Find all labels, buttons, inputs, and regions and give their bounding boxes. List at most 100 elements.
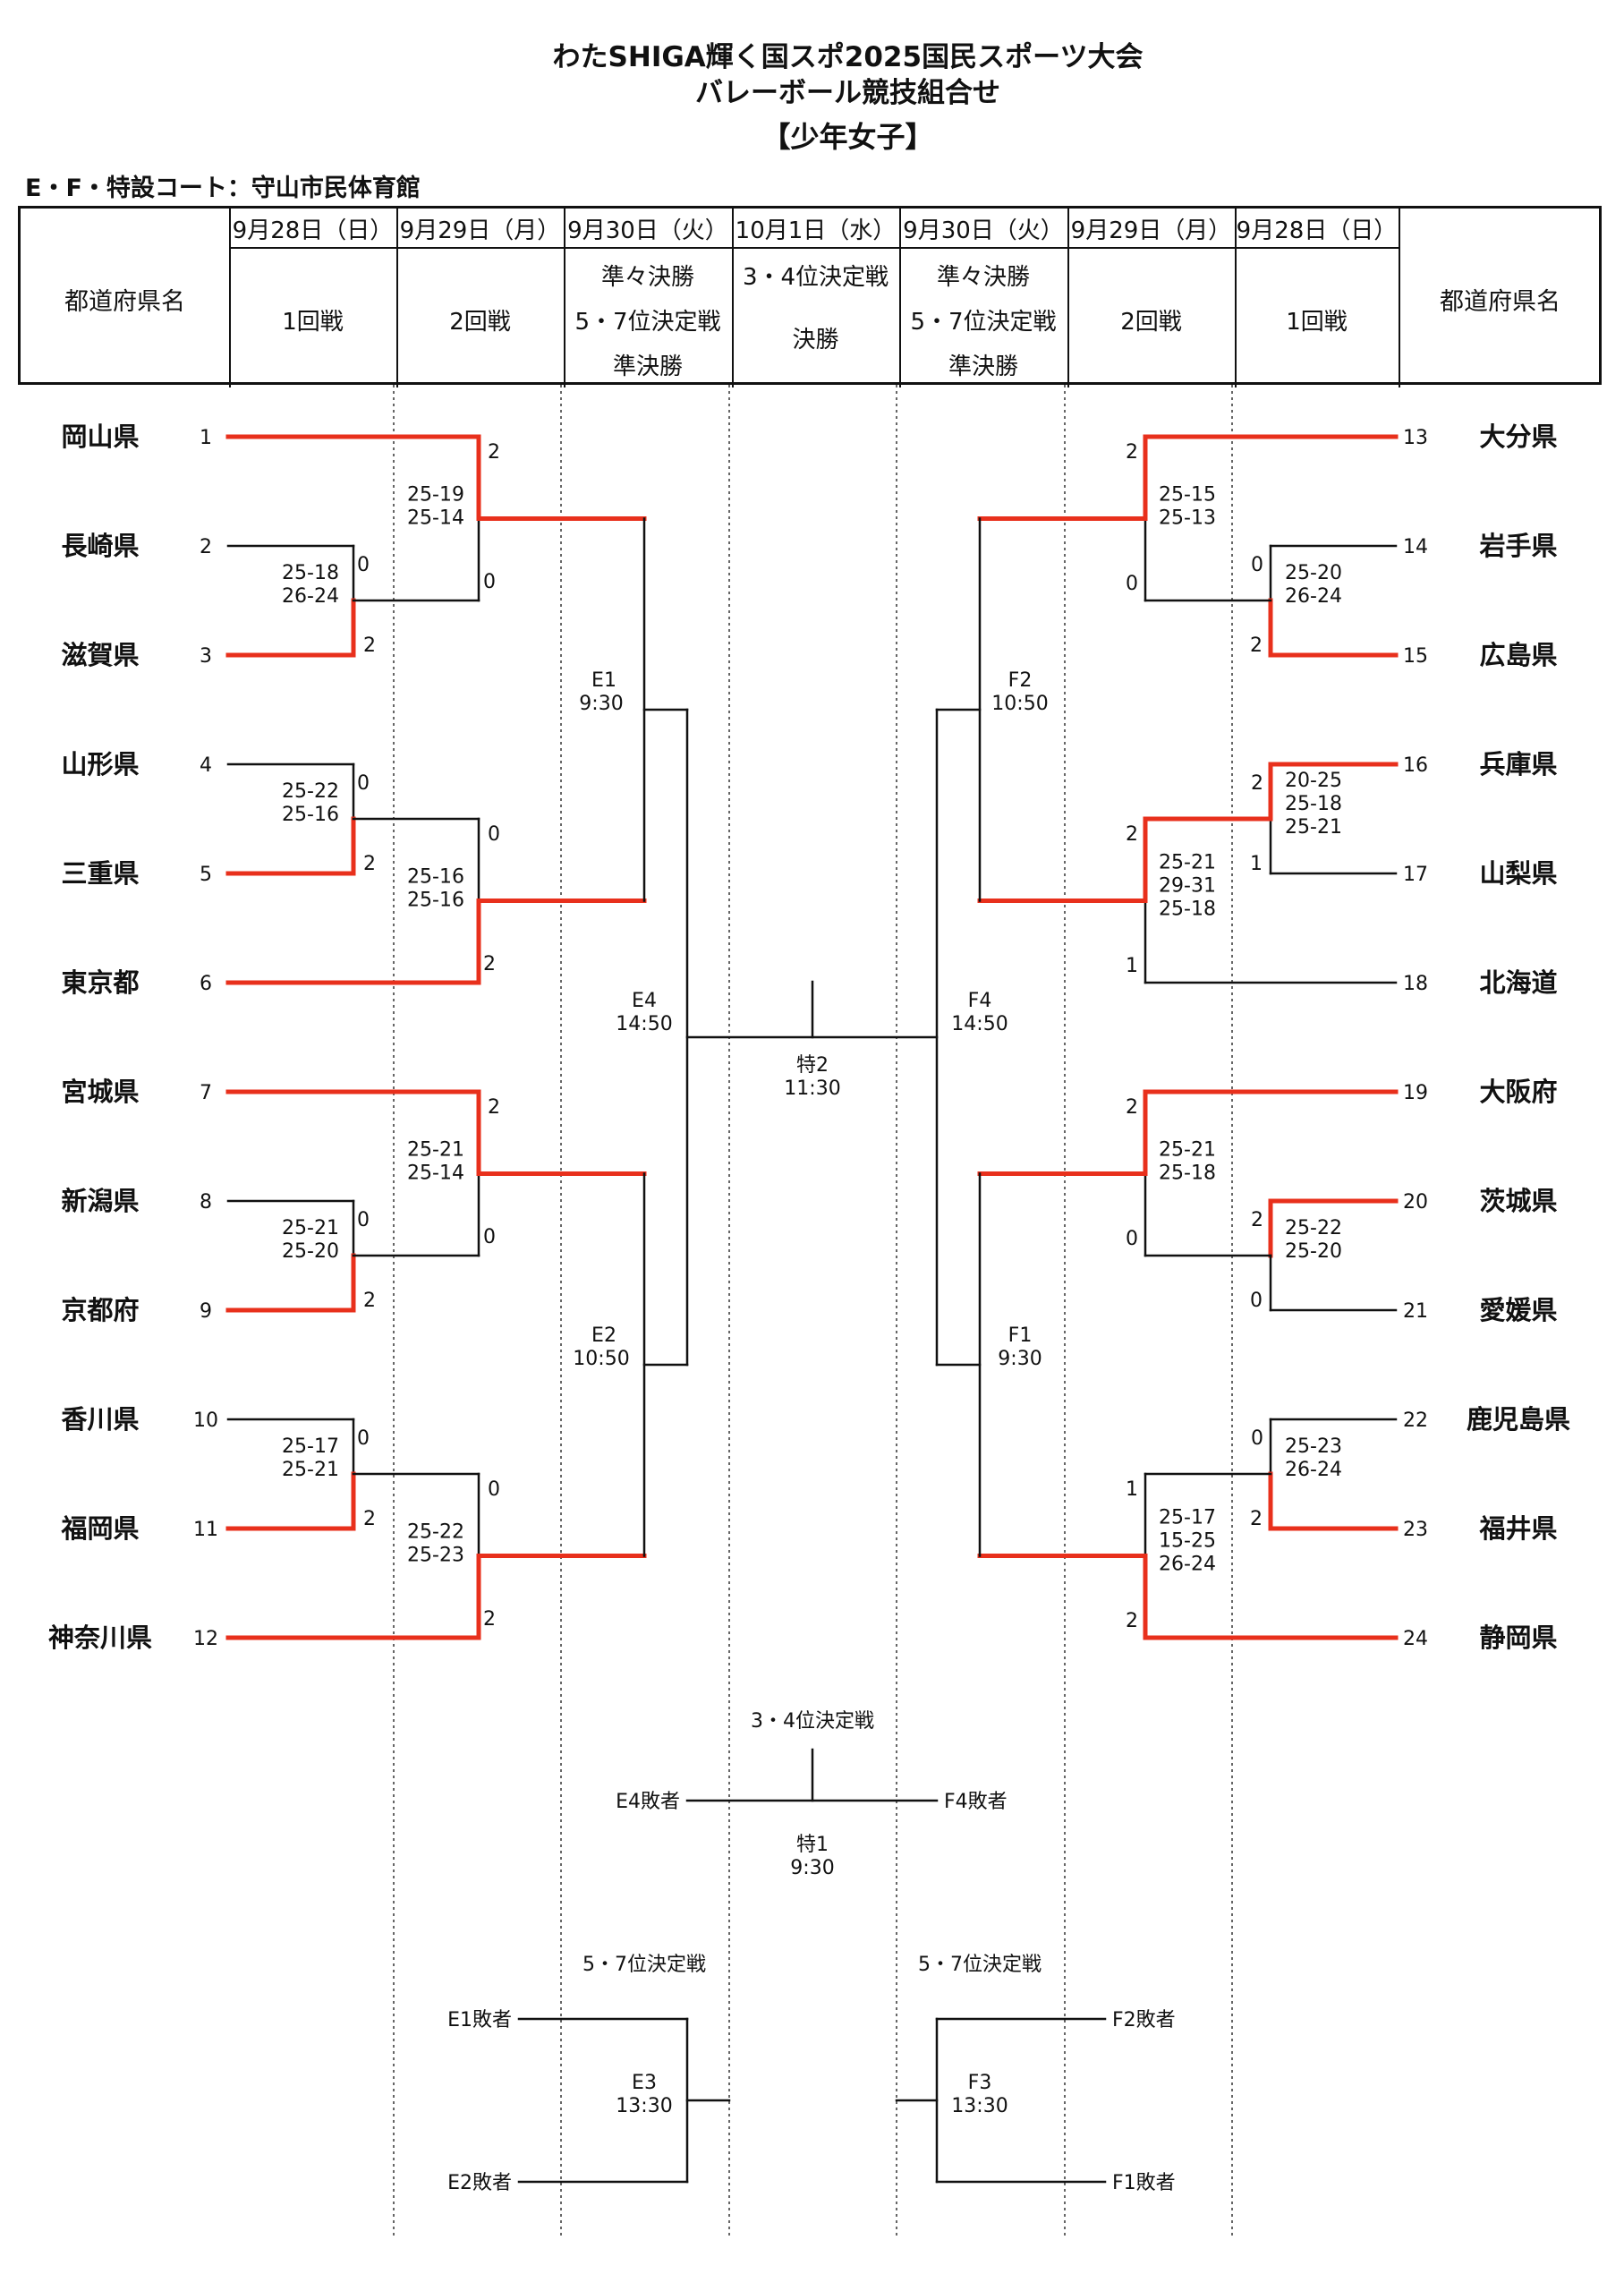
set-count: 0 xyxy=(488,823,500,846)
score-left: 25-16 xyxy=(407,890,464,912)
title-main: わたSHIGA輝く国スポ2025国民スポーツ大会 xyxy=(552,41,1144,73)
match-time: 14:50 xyxy=(616,1013,672,1035)
score-left: 25-14 xyxy=(407,1163,464,1185)
score-right: 20-25 xyxy=(1285,770,1342,792)
set-count: 2 xyxy=(363,634,376,657)
set-count: 2 xyxy=(483,953,496,975)
score-left: 25-17 xyxy=(282,1435,339,1458)
score-left: 25-18 xyxy=(282,562,339,584)
score-right: 25-21 xyxy=(1159,1139,1216,1162)
set-count: 1 xyxy=(1126,1478,1138,1501)
team-name-left: 香川県 xyxy=(61,1404,139,1435)
set-count: 2 xyxy=(363,1508,376,1530)
header-date-5: 9月30日（火） xyxy=(903,217,1064,244)
loser-label: F2敗者 xyxy=(1112,2009,1176,2031)
team-seed-left: 11 xyxy=(193,1519,218,1541)
team-name-right: 鹿児島県 xyxy=(1467,1404,1570,1435)
header-round-5-1: 準々決勝 xyxy=(936,264,1030,291)
third-place-label: 3・4位決定戦 xyxy=(751,1710,874,1733)
team-seed-right: 17 xyxy=(1403,864,1428,886)
score-right: 25-17 xyxy=(1159,1507,1216,1529)
set-count: 2 xyxy=(1126,441,1138,464)
score-right: 25-18 xyxy=(1285,793,1342,815)
match-id: F3 xyxy=(968,2072,992,2094)
header-date-4: 10月1日（水） xyxy=(735,217,897,244)
score-right: 25-13 xyxy=(1159,507,1216,530)
set-count: 0 xyxy=(357,772,370,795)
team-seed-right: 20 xyxy=(1403,1191,1428,1214)
score-right: 25-21 xyxy=(1159,852,1216,874)
match-id: F1 xyxy=(1008,1324,1033,1347)
set-count: 0 xyxy=(357,1209,370,1231)
team-name-right: 福井県 xyxy=(1478,1513,1557,1544)
header-divider-left xyxy=(229,209,231,388)
team-seed-right: 14 xyxy=(1403,536,1428,558)
set-count: 2 xyxy=(483,1608,496,1631)
team-name-right: 愛媛県 xyxy=(1479,1295,1557,1325)
header-date-1: 9月28日（日） xyxy=(232,217,394,244)
score-left: 25-21 xyxy=(282,1459,339,1481)
header-date-7: 9月28日（日） xyxy=(1236,217,1398,244)
pref-header-right: 都道府県名 xyxy=(1440,288,1560,316)
team-name-left: 京都府 xyxy=(61,1295,139,1325)
match-id: E1 xyxy=(591,669,616,692)
team-seed-right: 24 xyxy=(1403,1628,1428,1650)
match-time: 13:30 xyxy=(616,2095,672,2117)
set-count: 2 xyxy=(1250,1508,1263,1530)
header-divider-1 xyxy=(396,209,398,388)
set-count: 0 xyxy=(483,571,496,593)
header-round-7-1: 1回戦 xyxy=(1286,309,1348,336)
score-right: 25-18 xyxy=(1159,899,1216,921)
team-name-left: 山形県 xyxy=(61,749,139,779)
score-right: 15-25 xyxy=(1159,1530,1216,1553)
team-seed-left: 12 xyxy=(193,1628,218,1650)
team-seed-left: 10 xyxy=(193,1410,218,1432)
header-divider-2 xyxy=(564,209,565,388)
match-id: E4 xyxy=(632,990,657,1012)
set-count: 2 xyxy=(363,853,376,875)
set-count: 0 xyxy=(483,1226,496,1248)
header-round-4-1: 3・4位決定戦 xyxy=(742,264,889,291)
set-count: 2 xyxy=(1126,1610,1138,1632)
set-count: 1 xyxy=(1250,853,1263,875)
team-seed-left: 1 xyxy=(200,427,212,449)
header-date-rule xyxy=(229,247,1399,249)
team-seed-right: 19 xyxy=(1403,1082,1428,1104)
team-name-left: 長崎県 xyxy=(61,531,139,561)
match-id: 特2 xyxy=(796,1054,829,1077)
set-count: 0 xyxy=(1126,573,1138,595)
score-left: 26-24 xyxy=(282,585,339,608)
header-divider-6 xyxy=(1235,209,1237,388)
team-name-left: 神奈川県 xyxy=(48,1622,152,1653)
loser-label: E4敗者 xyxy=(616,1791,680,1813)
score-right: 29-31 xyxy=(1159,875,1216,898)
team-name-right: 大分県 xyxy=(1479,422,1557,452)
pref-header-left: 都道府県名 xyxy=(64,288,185,316)
header-divider-3 xyxy=(732,209,734,388)
team-seed-left: 5 xyxy=(200,864,212,886)
team-name-left: 新潟県 xyxy=(61,1186,139,1216)
header-round-4-2: 決勝 xyxy=(792,327,839,353)
set-count: 2 xyxy=(1250,634,1263,657)
match-time: 9:30 xyxy=(579,693,623,715)
set-count: 1 xyxy=(1126,955,1138,977)
loser-label: F1敗者 xyxy=(1112,2172,1176,2194)
team-name-right: 山梨県 xyxy=(1479,858,1557,889)
match-time: 10:50 xyxy=(573,1348,629,1370)
loser-label: E1敗者 xyxy=(447,2009,512,2031)
match-id: F2 xyxy=(1008,669,1033,692)
team-name-left: 三重県 xyxy=(61,858,139,889)
set-count: 0 xyxy=(357,554,370,576)
title-category: 【少年女子】 xyxy=(761,120,934,154)
set-count: 2 xyxy=(1251,772,1263,795)
team-seed-left: 2 xyxy=(200,536,212,558)
team-name-right: 茨城県 xyxy=(1479,1186,1557,1216)
set-count: 2 xyxy=(1126,1096,1138,1119)
set-count: 0 xyxy=(1126,1228,1138,1250)
set-count: 2 xyxy=(363,1290,376,1312)
team-seed-left: 4 xyxy=(200,754,212,777)
score-right: 26-24 xyxy=(1159,1554,1216,1576)
score-right: 25-22 xyxy=(1285,1217,1342,1239)
